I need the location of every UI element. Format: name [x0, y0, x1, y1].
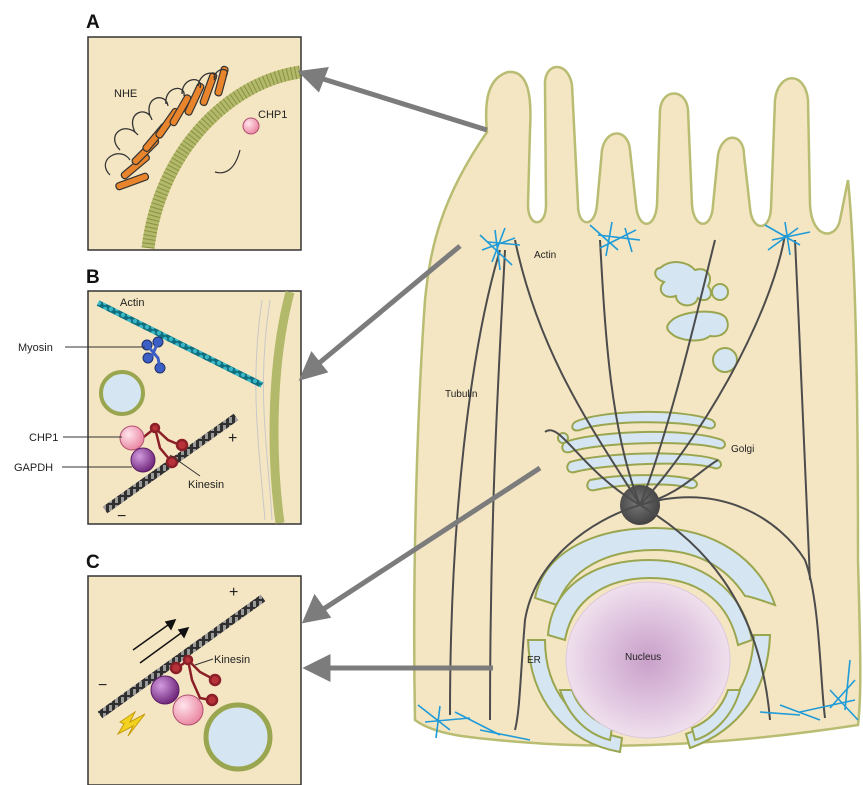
panel-b-gapdh-label: GAPDH	[14, 462, 53, 474]
panel-c-minus-label: −	[98, 677, 107, 694]
panel-b-letter: B	[86, 267, 100, 288]
panel-b-kinesin-label: Kinesin	[188, 479, 224, 491]
panel-b-myosin-label: Myosin	[18, 342, 53, 354]
cell: Actin Tubulin Golgi ER Nucleus	[414, 67, 860, 752]
chp1-ball-a	[243, 118, 259, 134]
golgi-label: Golgi	[731, 444, 754, 455]
panel-b: Actin Myosin CHP1 GAPDH Kinesin + −	[14, 291, 301, 525]
panel-b-actin-label: Actin	[120, 297, 144, 309]
panel-a: NHE CHP1	[88, 37, 301, 250]
tubulin-label: Tubulin	[445, 389, 477, 400]
arrow-to-panel-a	[320, 78, 487, 130]
panel-c-kinesin-label: Kinesin	[214, 654, 250, 666]
gapdh-ball-b	[131, 448, 155, 472]
cell-actin-label: Actin	[534, 250, 556, 261]
chp1-ball-c	[173, 695, 203, 725]
panel-b-minus-label: −	[117, 508, 126, 525]
panel-c-plus-label: +	[229, 584, 238, 601]
panel-b-chp1-label: CHP1	[29, 432, 58, 444]
vesicle-c	[206, 705, 270, 769]
er-label: ER	[527, 655, 541, 666]
panel-b-plus-label: +	[228, 430, 237, 447]
panel-c: Kinesin + −	[88, 576, 301, 785]
nucleus-label: Nucleus	[625, 652, 661, 663]
panel-a-chp1-label: CHP1	[258, 109, 287, 121]
chp1-ball-b	[120, 426, 144, 450]
gapdh-ball-c	[151, 676, 179, 704]
panel-a-letter: A	[86, 12, 100, 33]
vesicle-b	[101, 372, 143, 414]
panel-a-nhe-label: NHE	[114, 88, 137, 100]
panel-c-letter: C	[86, 552, 100, 573]
